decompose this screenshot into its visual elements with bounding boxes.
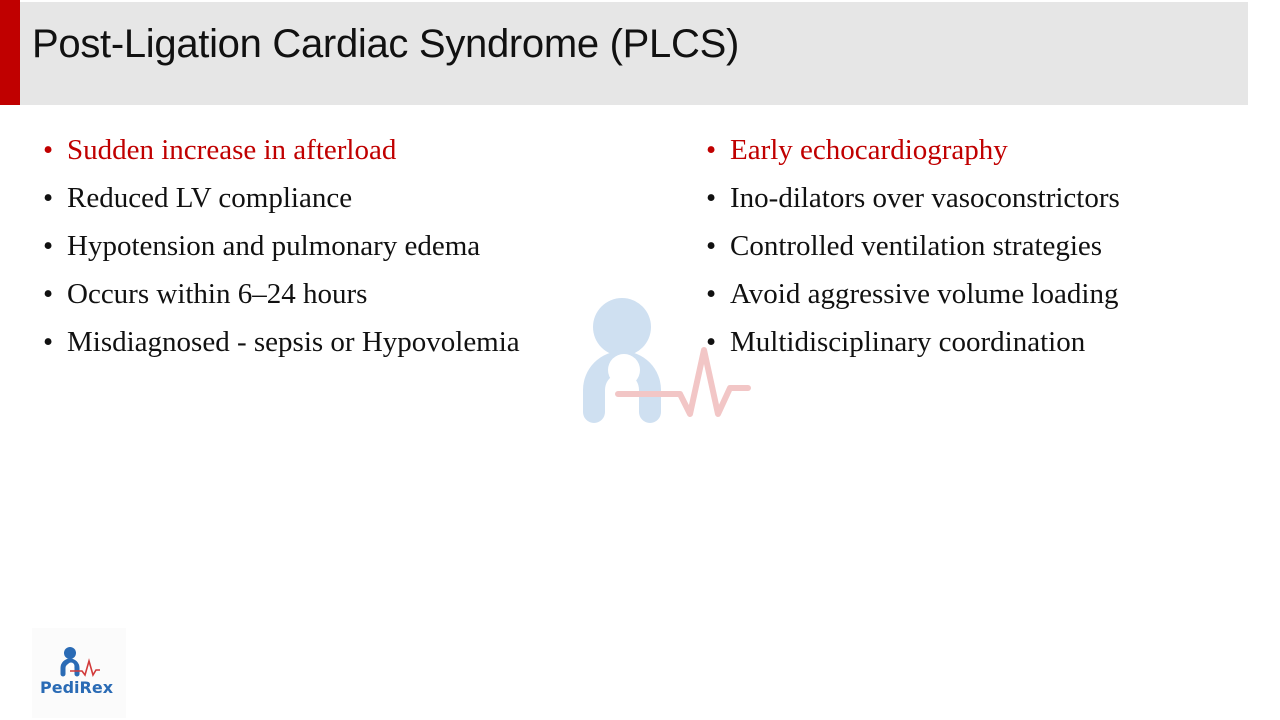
accent-bar — [0, 0, 20, 105]
list-item: •Multidisciplinary coordination — [706, 326, 1086, 358]
right-bullet-list: •Early echocardiography •Ino-dilators ov… — [706, 130, 1120, 370]
list-item: •Ino-dilators over vasoconstrictors — [706, 182, 1120, 214]
list-item: •Controlled ventilation strategies — [706, 230, 1103, 262]
pedirex-logo: PediRex — [32, 628, 126, 718]
pedirex-logo-icon — [60, 647, 100, 677]
list-item: •Early echocardiography — [706, 134, 1008, 166]
title-bar — [20, 2, 1248, 105]
left-bullet-list: •Sudden increase in afterload •Reduced L… — [43, 130, 520, 370]
logo-text: PediRex — [40, 678, 114, 697]
list-item: •Avoid aggressive volume loading — [706, 278, 1119, 310]
list-item: •Sudden increase in afterload — [43, 134, 397, 166]
watermark-logo-icon — [583, 298, 751, 423]
list-item: •Reduced LV compliance — [43, 182, 353, 214]
list-item: •Occurs within 6–24 hours — [43, 278, 368, 310]
slide-title: Post-Ligation Cardiac Syndrome (PLCS) — [32, 22, 739, 66]
list-item: •Misdiagnosed - sepsis or Hypovolemia — [43, 326, 520, 358]
list-item: •Hypotension and pulmonary edema — [43, 230, 481, 262]
